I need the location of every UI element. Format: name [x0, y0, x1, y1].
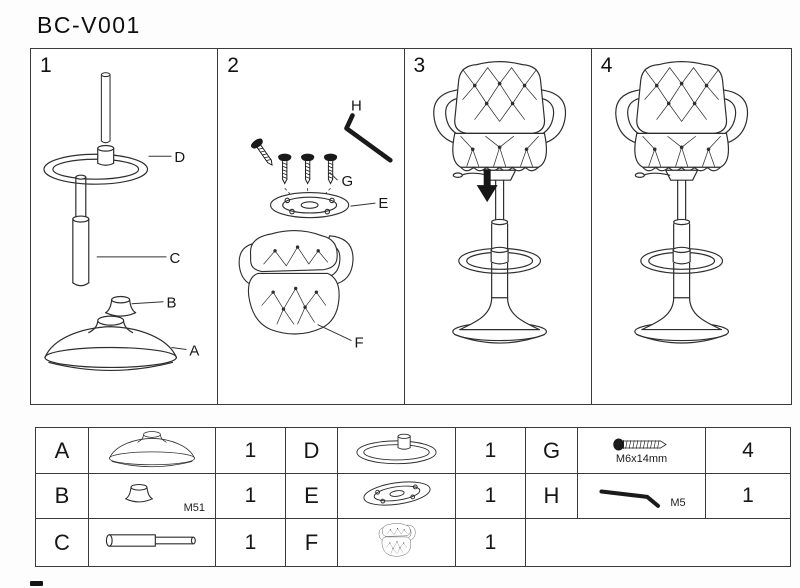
leader-lines — [317, 171, 376, 341]
part-letter: B — [35, 473, 89, 519]
part-label-b: B — [166, 295, 176, 312]
footrest-ring-icon — [43, 144, 149, 185]
part-letter: C — [35, 518, 89, 567]
screw-icon — [612, 436, 672, 453]
cone-cover-icon — [121, 482, 157, 505]
allen-key-icon — [344, 113, 393, 163]
step-4-diagram — [614, 61, 748, 344]
step-3-diagram — [432, 61, 566, 344]
table-row: C 1 F 1 — [35, 518, 791, 567]
step-number: 4 — [600, 54, 613, 77]
step-4-panel: 4 — [590, 49, 791, 404]
part-letter: A — [35, 427, 89, 474]
step-1-panel: 1 D C B A — [31, 49, 217, 404]
part-qty: 4 — [705, 427, 791, 474]
part-qty: 1 — [215, 427, 286, 474]
part-icon-cell — [88, 427, 216, 474]
seat-icon — [376, 519, 418, 561]
part-label-e: E — [379, 195, 389, 212]
pole-icon — [100, 72, 111, 144]
part-label-h: H — [351, 97, 362, 114]
part-note: M51 — [183, 502, 205, 514]
step-2-panel: 2 H G E F — [217, 49, 403, 404]
part-qty: 1 — [455, 427, 526, 474]
parts-table: A 1 D 1 G M6x14mm 4 B M51 1 E 1 H — [35, 427, 791, 567]
seat-plate-icon — [270, 191, 350, 219]
part-icon-cell — [337, 473, 456, 519]
part-note: M5 — [670, 497, 686, 509]
part-label-a: A — [189, 342, 199, 359]
assembly-steps: 1 D C B A 2 — [30, 48, 792, 405]
page-title: BC-V001 — [37, 12, 141, 38]
step-number: 1 — [40, 54, 52, 77]
part-icon-cell — [337, 518, 456, 567]
part-letter: H — [525, 473, 578, 519]
barstool-icon — [432, 61, 566, 344]
down-arrow-icon — [476, 169, 498, 203]
part-icon-cell — [337, 427, 456, 474]
part-letter: E — [285, 473, 338, 519]
seat-icon — [238, 230, 354, 335]
round-base-icon — [44, 315, 178, 372]
part-icon-cell: M51 — [88, 473, 216, 519]
screw-icon — [249, 136, 278, 169]
part-qty: 1 — [215, 518, 286, 567]
print-artifact — [30, 581, 43, 586]
empty-cell — [525, 518, 791, 567]
part-qty: 1 — [455, 473, 526, 519]
barstool-icon — [614, 61, 748, 344]
cone-cover-icon — [105, 295, 137, 317]
screw-icon — [301, 153, 315, 185]
part-label-d: D — [174, 149, 185, 166]
part-letter: G — [525, 427, 578, 474]
seat-plate-icon — [359, 475, 434, 512]
part-qty: 1 — [705, 473, 791, 519]
leader-lines — [96, 155, 187, 351]
table-row: A 1 D 1 G M6x14mm 4 — [35, 427, 791, 474]
step-number: 2 — [227, 54, 239, 77]
part-label-c: C — [169, 250, 180, 267]
part-icon-cell: M5 — [577, 473, 706, 519]
part-qty: 1 — [455, 518, 526, 567]
part-icon-cell: M6x14mm — [577, 427, 706, 474]
step-3-panel: 3 — [403, 49, 591, 404]
part-qty: 1 — [215, 473, 286, 519]
gas-lift-icon — [105, 531, 200, 550]
step-number: 3 — [413, 54, 426, 77]
round-base-icon — [106, 428, 198, 468]
part-note: M6x14mm — [615, 453, 668, 465]
footrest-ring-icon — [354, 431, 439, 466]
allen-key-icon — [599, 489, 661, 508]
step-1-diagram: D C B A — [43, 72, 199, 372]
part-label-g: G — [342, 173, 354, 190]
screw-icon — [324, 153, 338, 185]
part-label-f: F — [355, 335, 364, 352]
part-icon-cell — [88, 518, 216, 567]
step-2-diagram: H G E F — [238, 97, 393, 352]
table-row: B M51 1 E 1 H M5 1 — [35, 473, 791, 519]
part-letter: D — [285, 427, 338, 474]
screw-icon — [278, 153, 292, 185]
gas-lift-icon — [72, 174, 90, 287]
part-letter: F — [285, 518, 338, 567]
